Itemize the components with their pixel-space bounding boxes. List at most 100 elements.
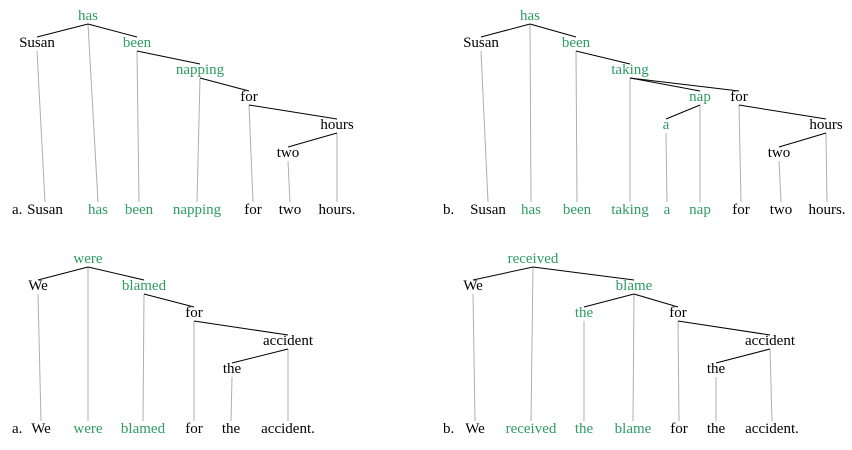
projection-line (738, 104, 742, 203)
example-letter-label: b. (443, 421, 454, 437)
sentence-word: blame (615, 421, 652, 437)
projection-line (36, 50, 46, 203)
dependency-edge (87, 266, 145, 281)
sentence-word: been (563, 202, 592, 218)
projection-line (665, 132, 668, 203)
projection-line (196, 77, 201, 203)
projection-line (472, 293, 476, 422)
projection-line (530, 266, 534, 422)
dependency-edge (532, 266, 635, 281)
dependency-edge (629, 77, 701, 92)
sentence-word: We (31, 421, 51, 437)
dependency-edge (248, 104, 338, 120)
tree-node: blamed (122, 278, 167, 294)
sentence-word: hours. (808, 202, 845, 218)
sentence-word: the (575, 421, 594, 437)
dependency-edge (665, 104, 701, 120)
sentence-word: Susan (470, 202, 506, 218)
projection-line (287, 160, 291, 203)
projection-line (87, 23, 99, 203)
tree-node: Susan (463, 35, 499, 51)
projection-line (37, 293, 42, 422)
sentence-word: received (506, 421, 557, 437)
dependency-edge (480, 23, 531, 38)
example-letter-label: b. (443, 202, 454, 218)
sentence-word: taking (611, 202, 649, 218)
sentence-word: for (732, 202, 750, 218)
sentence-word: napping (173, 202, 222, 218)
sentence-word: for (244, 202, 262, 218)
tree-node: accident (745, 333, 796, 349)
sentence-word: nap (689, 202, 711, 218)
sentence-word: the (707, 421, 726, 437)
dependency-edge (36, 23, 89, 38)
tree-node: for (730, 89, 748, 105)
dependency-edge (199, 77, 250, 92)
tree-node: for (669, 305, 687, 321)
tree-node: Susan (19, 35, 55, 51)
tree-node: hours (320, 117, 353, 133)
tree-node: two (277, 145, 300, 161)
projection-line (529, 23, 532, 203)
tree-node: accident (263, 333, 314, 349)
dependency-edge (715, 348, 771, 364)
projection-line (632, 293, 635, 422)
projection-line (575, 50, 578, 203)
sentence-word: accident. (745, 421, 799, 437)
dependency-edge (136, 50, 201, 65)
tree-node: for (240, 89, 258, 105)
tree-node: taking (611, 62, 649, 78)
sentence-word: been (125, 202, 154, 218)
projection-line (825, 132, 828, 203)
dependency-edge (472, 266, 534, 281)
sentence-word: for (185, 421, 203, 437)
sentence-word: for (670, 421, 688, 437)
sentence-word: were (73, 421, 102, 437)
dependency-edge (143, 293, 195, 308)
sentence-word: Susan (27, 202, 63, 218)
sentence-word: has (88, 202, 108, 218)
dependency-edge (583, 293, 635, 308)
projection-line (142, 293, 145, 422)
tree-node: hours (809, 117, 842, 133)
projection-line (677, 320, 680, 422)
dependency-edge (529, 23, 577, 38)
tree-node: has (520, 8, 540, 24)
tree-node: two (768, 145, 791, 161)
projection-line (480, 50, 489, 203)
sentence-word: has (521, 202, 541, 218)
example-letter-label: a. (12, 421, 22, 437)
tree-node: the (575, 305, 594, 321)
sentence-word: the (222, 421, 241, 437)
dependency-edge (87, 23, 138, 38)
tree-node: napping (176, 62, 225, 78)
dependency-edge (677, 320, 771, 336)
tree-node: We (28, 278, 48, 294)
dependency-edge (738, 104, 827, 120)
dependency-edge (575, 50, 631, 65)
tree-node: the (223, 361, 242, 377)
projection-line (136, 50, 140, 203)
dependency-edge (231, 348, 289, 364)
tree-node: were (73, 251, 102, 267)
dependency-edge (633, 293, 679, 308)
sentence-word: blamed (121, 421, 166, 437)
tree-node: nap (689, 89, 711, 105)
tree-node: for (185, 305, 203, 321)
tree-node: blame (616, 278, 653, 294)
sentence-word: two (279, 202, 302, 218)
tree-node: the (707, 361, 726, 377)
projection-line (230, 376, 233, 422)
dependency-edge (778, 132, 827, 148)
dependency-edge (629, 77, 740, 92)
tree-node: We (463, 278, 483, 294)
tree-node: a (663, 117, 670, 133)
sentence-word: We (465, 421, 485, 437)
projection-line (769, 348, 773, 422)
